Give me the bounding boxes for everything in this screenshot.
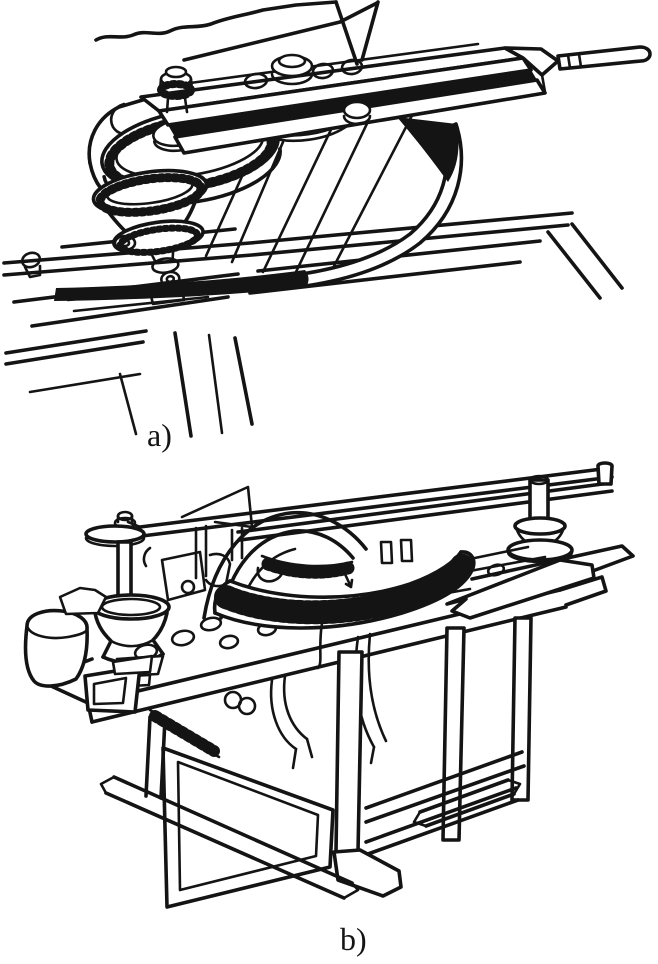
lever-handle (556, 45, 652, 71)
table-hole (170, 629, 196, 647)
figure-a-illustration (2, 0, 652, 438)
clamp-mechanism (142, 524, 244, 602)
figure-b-label: b) (340, 921, 367, 957)
wall-backdrop (94, 0, 380, 66)
frame-outer (161, 746, 335, 909)
figure8-hole (237, 696, 257, 716)
under-table-structure (99, 616, 533, 909)
side-bolt (342, 100, 372, 120)
cone-roller (513, 516, 567, 536)
bench-ring-washer (113, 234, 137, 252)
former-peg (379, 540, 394, 565)
flap (58, 586, 108, 616)
frame-inner (176, 760, 320, 892)
right-skid (418, 778, 510, 814)
figure-b-illustration (23, 461, 635, 909)
lever-arm (139, 42, 652, 155)
pivot-disc (84, 524, 146, 544)
figure-a-label: a) (147, 417, 172, 453)
pointed-arm (445, 558, 596, 620)
bench (2, 98, 624, 438)
right-post-and-roller (468, 474, 574, 573)
lever-hole (243, 72, 269, 90)
table-hole (199, 616, 223, 632)
left-skid (112, 775, 354, 885)
bent-pipe (54, 117, 464, 301)
front-leg (334, 650, 364, 854)
quadrant-former (212, 538, 476, 630)
front-box-and-cylinder (23, 586, 154, 714)
top-bolt (157, 65, 195, 114)
beam-end-knob (596, 461, 614, 486)
beam-gusset (180, 485, 254, 529)
rear-leg (510, 616, 533, 802)
lever-hole (340, 58, 364, 76)
table-hole (218, 634, 240, 650)
pointer-mark (343, 572, 354, 589)
front-foot (332, 848, 403, 898)
counterweight-cylinder (23, 608, 89, 688)
former-peg (399, 538, 414, 563)
lever-hole (311, 62, 335, 80)
arm-hole (486, 563, 506, 577)
rear-leg (441, 626, 466, 842)
lower-spool-roller (91, 168, 209, 288)
